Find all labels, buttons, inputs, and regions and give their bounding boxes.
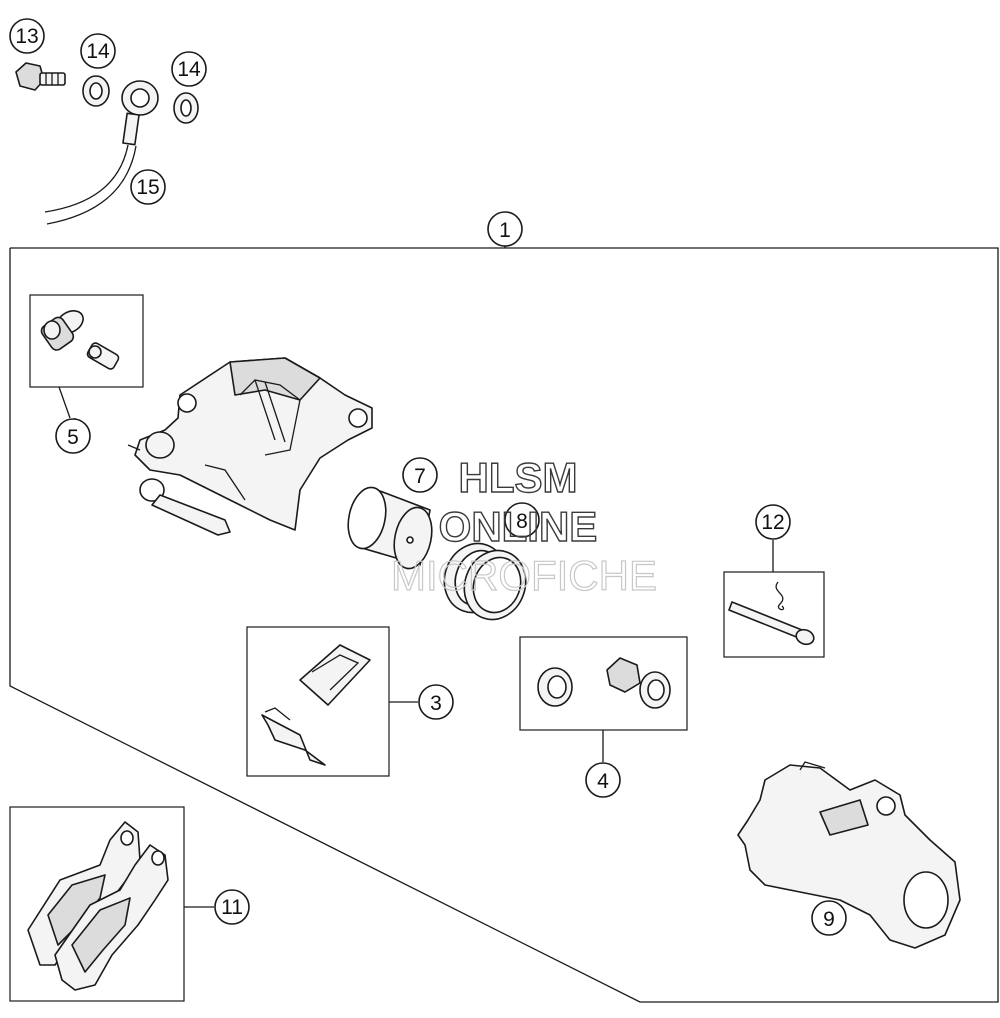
- svg-text:5: 5: [67, 426, 79, 449]
- svg-text:3: 3: [430, 692, 442, 715]
- callout-3: 3: [418, 684, 454, 720]
- svg-text:1: 1: [499, 219, 511, 242]
- svg-text:14: 14: [177, 58, 201, 81]
- svg-text:9: 9: [823, 908, 835, 931]
- svg-text:7: 7: [414, 465, 426, 488]
- pad-pin-kit: [723, 540, 825, 658]
- callout-9: 9: [811, 900, 847, 936]
- callout-14-left: 14: [80, 33, 116, 69]
- callout-13: 13: [9, 18, 45, 54]
- callout-7: 7: [402, 457, 438, 493]
- callout-12: 12: [755, 504, 791, 540]
- svg-text:14: 14: [86, 40, 110, 63]
- caliper-support-bracket: [737, 761, 961, 949]
- callout-11: 11: [214, 889, 250, 925]
- sealing-washer-right: [173, 92, 199, 124]
- svg-text:11: 11: [221, 896, 243, 919]
- svg-text:13: 13: [15, 25, 38, 48]
- callout-4: 4: [585, 762, 621, 798]
- caliper-piston: [347, 486, 433, 570]
- svg-text:12: 12: [761, 511, 784, 534]
- svg-text:ONLINE: ONLINE: [439, 503, 598, 550]
- pad-spring-kit: [246, 626, 418, 777]
- callout-8: 8: [504, 502, 540, 538]
- banjo-bolt: [15, 62, 66, 91]
- callout-5: 5: [55, 418, 91, 454]
- sealing-washer-left: [82, 75, 110, 107]
- svg-text:HLSM: HLSM: [459, 454, 578, 501]
- callout-14-right: 14: [171, 51, 207, 87]
- callout-15: 15: [130, 169, 166, 205]
- caliper-housing: [127, 357, 373, 536]
- svg-text:4: 4: [597, 770, 609, 793]
- watermark: HLSM ONLINE MICROFICHE: [390, 453, 657, 599]
- bleeder-valve-kit: [29, 294, 144, 419]
- brake-hose: [44, 80, 159, 225]
- brake-pad-set: [9, 806, 214, 1002]
- callout-1: 1: [487, 211, 523, 247]
- piston-seal-kit: [443, 542, 527, 621]
- svg-text:15: 15: [136, 176, 159, 199]
- svg-text:8: 8: [516, 510, 528, 533]
- svg-text:MICROFICHE: MICROFICHE: [391, 552, 657, 599]
- guide-bushing-kit: [519, 636, 688, 762]
